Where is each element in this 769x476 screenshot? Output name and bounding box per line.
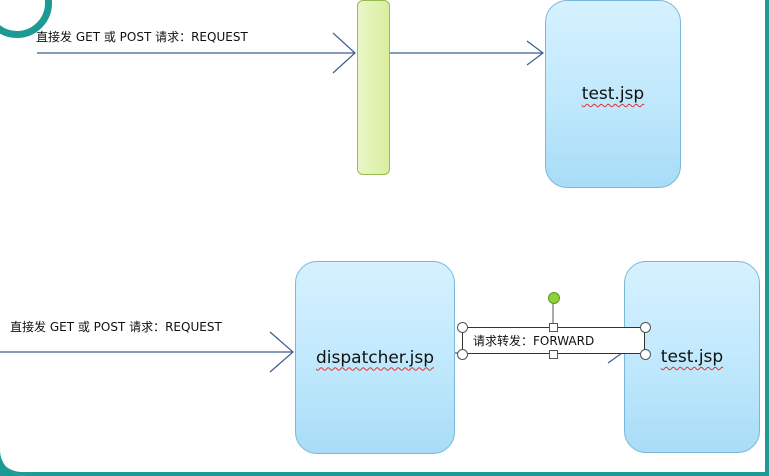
top-request-label: 直接发 GET 或 POST 请求：REQUEST: [36, 30, 248, 44]
top-test-jsp-box[interactable]: test.jsp: [545, 0, 681, 188]
forward-label: 请求转发：FORWARD: [473, 334, 595, 348]
resize-handle-bottom-left[interactable]: [457, 349, 468, 360]
resize-handle-top-right[interactable]: [640, 322, 651, 333]
top-pass-arrowhead: [526, 40, 544, 66]
top-test-jsp-label: test.jsp: [581, 84, 645, 104]
top-request-arrowhead: [332, 32, 356, 74]
bottom-request-arrowhead: [269, 331, 294, 373]
resize-handle-bottom-right[interactable]: [640, 349, 651, 360]
resize-handle-top-left[interactable]: [457, 322, 468, 333]
resize-handle-top-mid[interactable]: [549, 323, 558, 332]
dispatcher-jsp-label: dispatcher.jsp: [315, 347, 435, 368]
resize-handle-bottom-mid[interactable]: [549, 350, 558, 359]
dispatcher-jsp-box[interactable]: dispatcher.jsp: [295, 261, 455, 454]
bottom-request-label: 直接发 GET 或 POST 请求：REQUEST: [10, 320, 222, 334]
rotate-handle-icon[interactable]: [548, 292, 560, 304]
filter-bar[interactable]: [357, 0, 390, 175]
bottom-test-jsp-label: test.jsp: [660, 347, 724, 367]
